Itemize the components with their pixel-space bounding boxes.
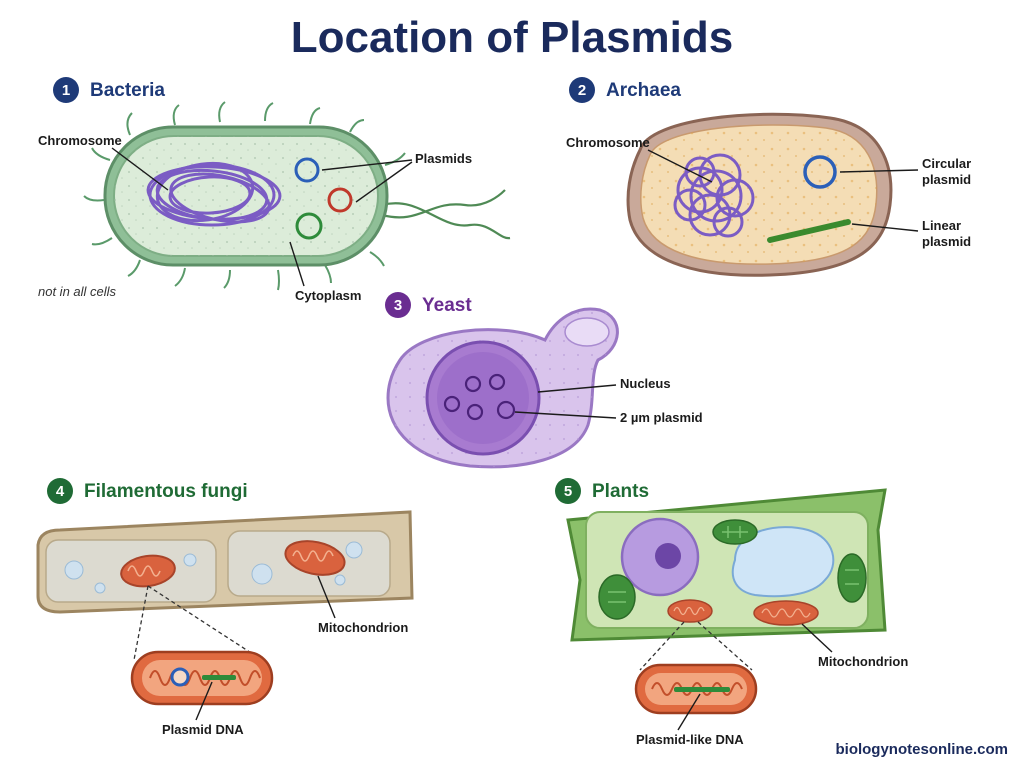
section-number: 4 [56, 483, 65, 500]
section-bacteria: 1 Bacteria Chromo [38, 77, 511, 303]
leader-line [317, 575, 336, 619]
mitochondrion [120, 554, 176, 588]
section-number-badge [385, 292, 411, 318]
yeast-bud [564, 317, 610, 347]
label-chromosome: Chromosome [38, 133, 122, 148]
linear-plasmid [767, 219, 851, 243]
circular-plasmid [803, 155, 837, 189]
section-plants: 5 Plants Mitochondrion Plasm [555, 478, 908, 747]
section-yeast: 3 Yeast Nucleus 2 µm plasmid [385, 292, 703, 469]
label-linear-2: plasmid [922, 234, 971, 249]
leader-line [195, 681, 213, 721]
leader-line [111, 147, 169, 191]
chloroplasts [598, 519, 867, 620]
zoom-lines [133, 585, 263, 661]
leader-line [289, 241, 305, 287]
mitochondrion [753, 600, 819, 626]
label-plasmid-dna: Plasmid DNA [162, 722, 244, 737]
source-credit: biologynotesonline.com [835, 741, 1008, 758]
nucleolus [655, 543, 681, 569]
section-number: 5 [564, 483, 572, 500]
pili [83, 101, 406, 291]
section-title: Bacteria [90, 80, 165, 101]
label-cytoplasm: Cytoplasm [295, 288, 361, 303]
two-micron-plasmids [443, 373, 516, 421]
plasmid-green [295, 212, 323, 240]
section-number: 1 [62, 82, 70, 99]
leader-line [355, 161, 413, 203]
label-chromosome: Chromosome [566, 135, 650, 150]
bacteria-note: not in all cells [38, 284, 117, 299]
flagellum [381, 202, 511, 240]
section-title: Filamentous fungi [84, 481, 248, 502]
plasmid-red [327, 187, 353, 213]
section-number-badge [555, 478, 581, 504]
label-2um-plasmid: 2 µm plasmid [620, 410, 703, 425]
leader-line [321, 159, 413, 171]
archaeal-chromosome [673, 153, 755, 238]
label-nucleus: Nucleus [620, 376, 671, 391]
label-circular-2: plasmid [922, 172, 971, 187]
section-number: 3 [394, 297, 402, 314]
vacuole [731, 526, 835, 598]
section-number-badge [53, 77, 79, 103]
plasmid-blue [294, 157, 320, 183]
bacterial-chromosome [146, 161, 282, 227]
mitochondrion-enlarged [634, 663, 758, 715]
label-linear: Linear [922, 218, 961, 233]
label-plasmids: Plasmids [415, 151, 472, 166]
leader-line [647, 149, 713, 183]
section-title: Plants [592, 481, 649, 502]
section-title: Yeast [422, 295, 472, 316]
leader-line [677, 693, 701, 731]
mitochondrion-enlarged [130, 650, 274, 706]
section-title: Archaea [606, 80, 681, 101]
section-fungi: 4 Filamentous fungi Mitochondrion P [36, 478, 414, 737]
flagellum [381, 189, 506, 219]
mitochondrion [667, 599, 713, 623]
leader-line [839, 169, 919, 173]
page-title: Location of Plasmids [291, 13, 734, 62]
label-mitochondrion: Mitochondrion [818, 654, 908, 669]
vacuoles [64, 541, 363, 594]
section-archaea: 2 Archaea Chromosome Circular plasmid Li… [566, 77, 971, 277]
leader-line [801, 623, 833, 653]
leader-line [851, 223, 919, 232]
mitochondrion [284, 540, 346, 576]
zoom-lines [639, 621, 753, 671]
leader-line [537, 384, 617, 393]
leader-line [514, 411, 617, 419]
label-plasmid-like-dna: Plasmid-like DNA [636, 732, 744, 747]
label-mitochondrion: Mitochondrion [318, 620, 408, 635]
section-number: 2 [578, 82, 586, 99]
section-number-badge [47, 478, 73, 504]
section-number-badge [569, 77, 595, 103]
label-circular: Circular [922, 156, 971, 171]
